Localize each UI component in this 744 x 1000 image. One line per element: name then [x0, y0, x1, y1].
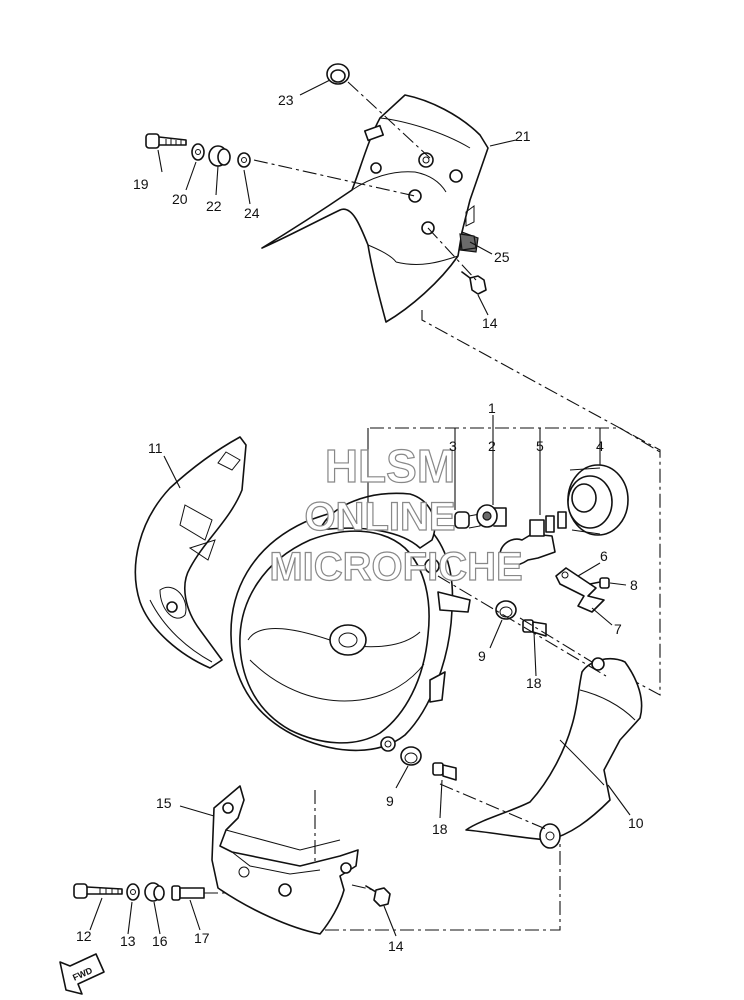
- leader-lines: [89, 79, 631, 937]
- part-17-collar: [171, 885, 205, 901]
- callout-9-lower: 9: [386, 793, 394, 809]
- callout-15: 15: [156, 795, 172, 811]
- callout-11: 11: [148, 440, 163, 456]
- callout-9-upper: 9: [478, 648, 486, 664]
- callout-13: 13: [120, 933, 136, 949]
- fwd-arrow-icon: FWD: [59, 953, 105, 995]
- part-13-washer: [126, 883, 140, 901]
- callout-18-lower: 18: [432, 821, 448, 837]
- watermark: HLSM ONLINE MICROFICHE: [269, 439, 524, 589]
- callout-20: 20: [172, 191, 188, 207]
- callout-21: 21: [515, 128, 531, 144]
- callout-22: 22: [206, 198, 222, 214]
- part-23-grommet: [326, 63, 350, 85]
- callout-16: 16: [152, 933, 168, 949]
- part-16-grommet: [144, 882, 165, 902]
- callout-4: 4: [596, 438, 604, 454]
- part-18-collar-lower: [432, 762, 457, 781]
- callout-19: 19: [133, 176, 149, 192]
- watermark-line-1: HLSM: [325, 440, 455, 492]
- callout-14-upper: 14: [482, 315, 498, 331]
- headlight-assembly: [230, 492, 471, 752]
- part-8-screw: [589, 577, 610, 589]
- callout-24: 24: [244, 205, 260, 221]
- part-14-screw-upper: [461, 271, 487, 295]
- part-4-bulb-cover: [567, 464, 629, 536]
- callout-3: 3: [449, 438, 457, 454]
- watermark-line-2: ONLINE: [304, 495, 455, 539]
- part-15-lower-bracket: [211, 785, 359, 935]
- watermark-line-3: MICROFICHE: [269, 545, 522, 589]
- callout-18-upper: 18: [526, 675, 542, 691]
- callout-12: 12: [76, 928, 92, 944]
- part-6-7-bracket: [555, 567, 605, 613]
- callout-1: 1: [488, 400, 496, 416]
- part-22-grommet: [208, 145, 231, 167]
- part-24-collar: [237, 152, 251, 168]
- part-19-bolt: [145, 133, 187, 149]
- part-14-screw-lower: [365, 885, 391, 907]
- callout-5: 5: [536, 438, 544, 454]
- part-20-washer: [191, 143, 205, 161]
- callout-23: 23: [278, 92, 294, 108]
- callout-2: 2: [488, 438, 496, 454]
- callout-10: 10: [628, 815, 644, 831]
- part-2-position-bulb: [476, 504, 507, 528]
- part-9-grommet-upper: [495, 600, 517, 620]
- callout-7: 7: [614, 621, 622, 637]
- callout-25: 25: [494, 249, 510, 265]
- callout-14-lower: 14: [388, 938, 404, 954]
- part-9-grommet-lower: [400, 746, 422, 766]
- part-11-side-cover-left: [134, 436, 247, 669]
- part-21-cowl-bracket: [261, 94, 489, 323]
- callout-8: 8: [630, 577, 638, 593]
- part-12-bolt: [73, 883, 123, 899]
- part-25-damper: [459, 233, 477, 251]
- callout-17: 17: [194, 930, 210, 946]
- part-10-side-cover-right: [465, 657, 643, 849]
- callout-6: 6: [600, 548, 608, 564]
- part-5-headlight-bulb: [499, 511, 567, 567]
- part-3-bulb-socket: [454, 511, 481, 529]
- callouts: 23 19 20 22 24 21 25 14 1 3 2 5 4 11 6 8…: [76, 92, 644, 954]
